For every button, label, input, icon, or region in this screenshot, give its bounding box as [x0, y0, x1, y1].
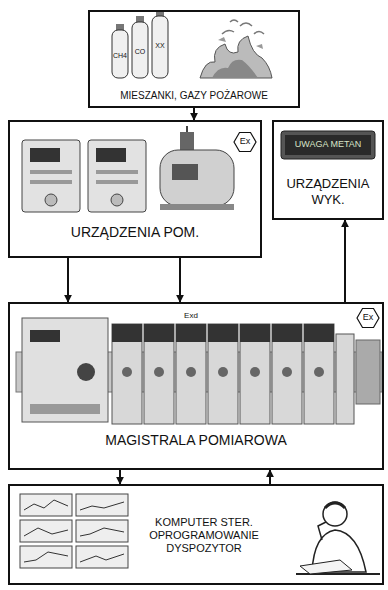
measuring-devices	[22, 126, 234, 212]
computer-box: KOMPUTER STER. OPROGRAMOWANIE DYSPOZYTOR	[8, 484, 384, 585]
measuring-devices-part	[88, 140, 146, 212]
bus-module-row-part	[250, 367, 260, 377]
flow-arrow	[193, 108, 195, 120]
box-label: URZĄDZENIA POM.	[10, 224, 260, 241]
actuator-box: URZĄDZENIA WYK.	[272, 120, 384, 220]
measuring-devices-part	[180, 132, 194, 150]
measuring-devices-part	[160, 150, 234, 206]
measuring-devices-part	[30, 148, 60, 162]
bus-box: MAGISTRALA POMIAROWA	[8, 302, 384, 470]
warning-display	[281, 131, 375, 159]
box-label: KOMPUTER STER. OPROGRAMOWANIE DYSPOZYTOR	[144, 516, 264, 556]
bus-module-row-part	[112, 324, 142, 424]
box-label: MIESZANKI, GAZY POŻAROWE	[90, 90, 298, 102]
gas-cylinders-part	[132, 22, 148, 78]
bus-module-row-part	[112, 324, 142, 342]
ex-symbol	[234, 133, 379, 328]
warning-display-part	[285, 135, 371, 155]
gas-cylinders-part	[112, 30, 128, 78]
measuring-bus-modules-part	[77, 363, 95, 381]
control-screens-part	[20, 546, 72, 568]
bus-module-row-part	[240, 324, 270, 424]
bus-module-row-part	[176, 324, 206, 424]
bus-module-row-part	[356, 340, 380, 404]
bus-module-row-part	[186, 367, 196, 377]
measuring-devices-part	[96, 148, 126, 162]
box-label: URZĄDZENIA WYK.	[278, 176, 378, 207]
measuring-devices-part	[186, 126, 188, 132]
measuring-devices-part	[45, 194, 57, 206]
exd-mark: Exd	[182, 312, 200, 321]
bus-module-row-part	[272, 324, 302, 342]
control-screens-part	[76, 546, 128, 568]
box-label: MAGISTRALA POMIAROWA	[10, 432, 382, 449]
bus-module-row	[112, 324, 380, 424]
measuring-bus-modules-part	[30, 330, 60, 342]
ex-mark: Ex	[363, 313, 374, 323]
measuring-devices-part	[111, 194, 123, 206]
control-screens-part	[20, 494, 72, 516]
measuring-devices-part	[30, 170, 72, 174]
measuring-devices-part	[160, 204, 234, 210]
measuring-devices-part	[30, 180, 72, 184]
fire-illustration-part	[218, 37, 263, 49]
fire-illustration-part	[222, 20, 264, 34]
bus-module-row-part	[304, 324, 334, 424]
bus-module-row-part	[176, 324, 206, 342]
warning-display-part	[281, 131, 375, 159]
measuring-devices-part	[96, 170, 138, 174]
bus-module-row-part	[218, 367, 228, 377]
fire-illustration-part	[212, 60, 258, 78]
dispatcher-person-part	[323, 502, 347, 526]
flow-arrow	[179, 258, 181, 302]
bus-module-row-part	[144, 324, 174, 342]
bus-module-row-part	[240, 324, 270, 342]
control-screens-part	[24, 500, 124, 562]
sensor-box: URZĄDZENIA POM.	[8, 120, 262, 258]
control-screens	[20, 494, 128, 568]
gas-label: CO	[135, 48, 146, 56]
bus-module-row-part	[272, 324, 302, 424]
ex-symbol-part	[357, 309, 379, 328]
bus-module-row-part	[154, 367, 164, 377]
dispatcher-person-part	[300, 560, 352, 574]
dispatcher-person	[296, 502, 380, 574]
fire-illustration	[200, 20, 272, 78]
bus-module-row-part	[336, 334, 354, 424]
bus-module-row-part	[304, 324, 334, 342]
flow-arrow	[269, 470, 271, 484]
control-screens-part	[76, 494, 128, 516]
gas-cylinders	[112, 10, 168, 78]
measuring-devices-part	[22, 140, 80, 212]
fire-illustration-part	[200, 36, 272, 78]
gas-label: CH4	[113, 52, 127, 60]
flow-arrow	[67, 258, 69, 302]
measuring-devices-part	[96, 180, 138, 184]
bus-module-row-part	[314, 367, 324, 377]
dispatcher-person-part	[318, 522, 326, 540]
bus-module-row-part	[282, 367, 292, 377]
gas-cylinders-part	[152, 16, 168, 78]
flow-arrow	[344, 220, 346, 302]
ex-symbol-part	[234, 133, 256, 152]
dispatcher-person-part	[325, 503, 345, 508]
bus-module-row-part	[208, 324, 238, 424]
gas-label: XX	[155, 42, 164, 50]
display-text: UWAGA METAN	[295, 140, 362, 150]
measuring-bus-modules-part	[22, 318, 108, 422]
ex-mark: Ex	[240, 137, 251, 147]
measuring-bus-modules	[16, 318, 382, 424]
bus-module-row-part	[208, 324, 238, 342]
measuring-devices-part	[172, 164, 198, 180]
bus-module-row-part	[122, 367, 132, 377]
flow-arrow	[119, 470, 121, 484]
measuring-bus-modules-part	[30, 404, 100, 414]
bus-module-row-part	[144, 324, 174, 424]
